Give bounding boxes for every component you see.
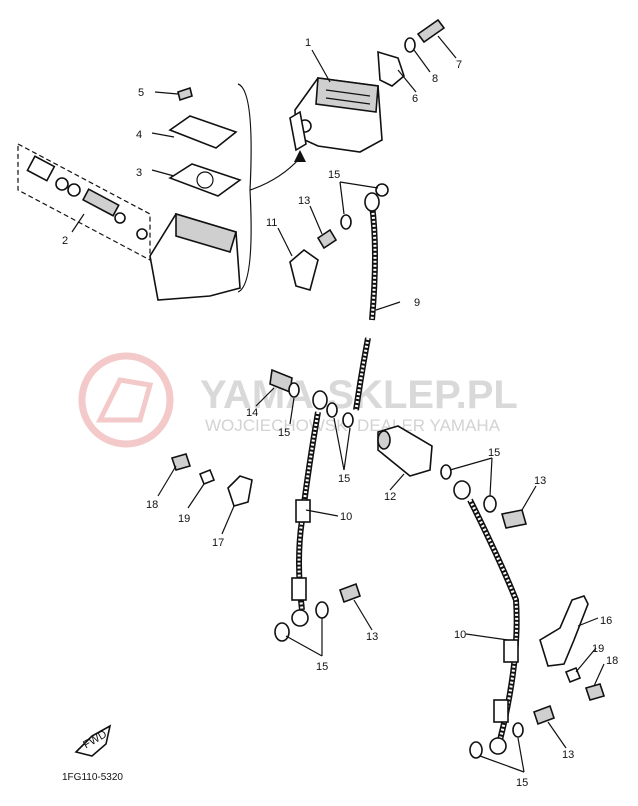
- union-bolt-13-right: [500, 509, 528, 529]
- hose-holder-16: [539, 595, 589, 667]
- callout-2: 2: [62, 235, 68, 247]
- callout-4: 4: [136, 129, 142, 141]
- callout-13-right: 13: [534, 475, 546, 487]
- callout-18-left: 18: [146, 499, 158, 511]
- callout-15-top: 15: [328, 169, 340, 181]
- callout-16: 16: [600, 615, 612, 627]
- master-cylinder-cap-6: [377, 50, 405, 87]
- diaphragm-cover-4: [168, 115, 238, 149]
- bolt-18-left: [170, 453, 192, 471]
- union-bolt-13-lower: [532, 704, 556, 726]
- callout-12: 12: [384, 491, 396, 503]
- master-cylinder-assembly: [289, 77, 383, 153]
- brake-hose-joint-11: [289, 248, 319, 291]
- callout-8: 8: [432, 73, 438, 85]
- diagram-code: 1FG110-5320: [62, 772, 123, 783]
- watermark-logo-mark: [95, 377, 154, 423]
- watermark-logo: [78, 352, 174, 448]
- callout-19-left: 19: [178, 513, 190, 525]
- washer-8: [404, 37, 416, 53]
- leader-lines: [71, 35, 605, 773]
- copper-washer-15-top-a: [340, 214, 352, 230]
- callout-6: 6: [412, 93, 418, 105]
- callout-7: 7: [456, 59, 462, 71]
- callout-1: 1: [305, 37, 311, 49]
- copper-washer-15-top-b: [375, 183, 389, 197]
- callout-3: 3: [136, 167, 142, 179]
- diaphragm-3: [168, 163, 242, 197]
- master-cylinder-kit-2: [17, 143, 151, 261]
- bolt-18-right: [584, 683, 606, 701]
- callout-13-left: 13: [366, 631, 378, 643]
- callout-18-right: 18: [606, 655, 618, 667]
- callout-15-mid-right: 15: [488, 447, 500, 459]
- hose-holder-17: [227, 475, 253, 507]
- nut-19-left: [198, 468, 216, 486]
- watermark: YAMA-SKLEP.PL WOJCIECHOWSKI DEALER YAMAH…: [78, 352, 518, 448]
- bolt-7: [416, 18, 446, 44]
- callout-15-mid-left: 15: [278, 427, 290, 439]
- callout-labels: 1 2 3 4 5 6 7 8 9 10 10 11 12 13 13 13 1…: [62, 37, 618, 789]
- screw-5: [177, 86, 193, 102]
- callout-9: 9: [414, 297, 420, 309]
- brake-hose-joint-12: [377, 425, 433, 477]
- callout-13-lower: 13: [562, 749, 574, 761]
- callout-10-right: 10: [454, 629, 466, 641]
- callout-19-right: 19: [592, 643, 604, 655]
- callout-13-top: 13: [298, 195, 310, 207]
- callout-15-lower-left: 15: [316, 661, 328, 673]
- callout-11: 11: [266, 217, 277, 229]
- callout-15-lower-right: 15: [516, 777, 528, 789]
- union-bolt-13-left: [338, 582, 362, 604]
- fwd-arrow: FWD: [74, 724, 112, 757]
- callout-17: 17: [212, 537, 224, 549]
- watermark-tagline: WOJCIECHOWSKI DEALER YAMAHA: [205, 416, 501, 435]
- union-bolt-13-top: [316, 228, 338, 250]
- callout-10-left: 10: [340, 511, 352, 523]
- callout-5: 5: [138, 87, 144, 99]
- callout-14: 14: [246, 407, 258, 419]
- callout-15-mid: 15: [338, 473, 350, 485]
